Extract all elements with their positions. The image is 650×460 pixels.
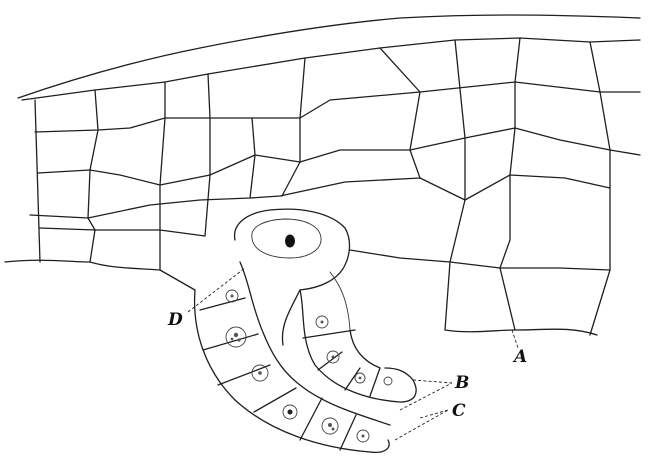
leader-C	[394, 409, 449, 441]
inner-arc-inner-wall	[349, 329, 381, 369]
cell-row-line-6	[349, 249, 611, 271]
cell-row-line-4	[29, 174, 611, 219]
cell-row-line-2	[34, 81, 641, 133]
central-cell	[233, 208, 351, 346]
label-B: B	[454, 373, 469, 393]
label-A: A	[512, 347, 527, 367]
cell-wall-v4	[204, 73, 211, 237]
inner-arc-tail	[329, 271, 351, 331]
cell-wall-v1	[34, 99, 41, 263]
outer-arc-outer-wall	[193, 289, 390, 454]
cell-wall-v7	[379, 47, 421, 179]
leader-A	[511, 329, 519, 349]
central-cell-inner	[251, 218, 322, 259]
label-D: D	[167, 310, 183, 330]
cell-wall-v2	[87, 89, 99, 263]
inner-arc-outer-wall	[299, 289, 417, 403]
cell-row-line-3	[37, 127, 641, 186]
outer-arc-cross-walls	[199, 297, 357, 451]
cell-wall-v3	[159, 81, 166, 271]
cell-wall-v6	[281, 57, 306, 197]
inner-arc-cross-walls	[302, 329, 381, 397]
cell-wall-v9	[499, 37, 521, 331]
tissue-right-boundary	[444, 328, 598, 336]
label-C: C	[452, 401, 466, 421]
cell-wall-v8	[444, 39, 466, 331]
cell-row-line-1	[21, 37, 641, 101]
tissue-lower-boundary	[4, 259, 196, 291]
cell-wall-v10	[589, 41, 611, 336]
leader-D	[187, 267, 246, 313]
outer-arc-nuclei	[225, 289, 370, 443]
cell-row-line-5	[39, 227, 206, 237]
outer-arc-inner-wall	[239, 261, 391, 426]
cell-wall-v5	[249, 117, 256, 199]
outer-tissue-boundary	[17, 14, 641, 99]
leader-B	[399, 379, 453, 411]
inner-arc-nuclei	[315, 315, 393, 386]
central-nucleus-icon	[285, 234, 295, 248]
